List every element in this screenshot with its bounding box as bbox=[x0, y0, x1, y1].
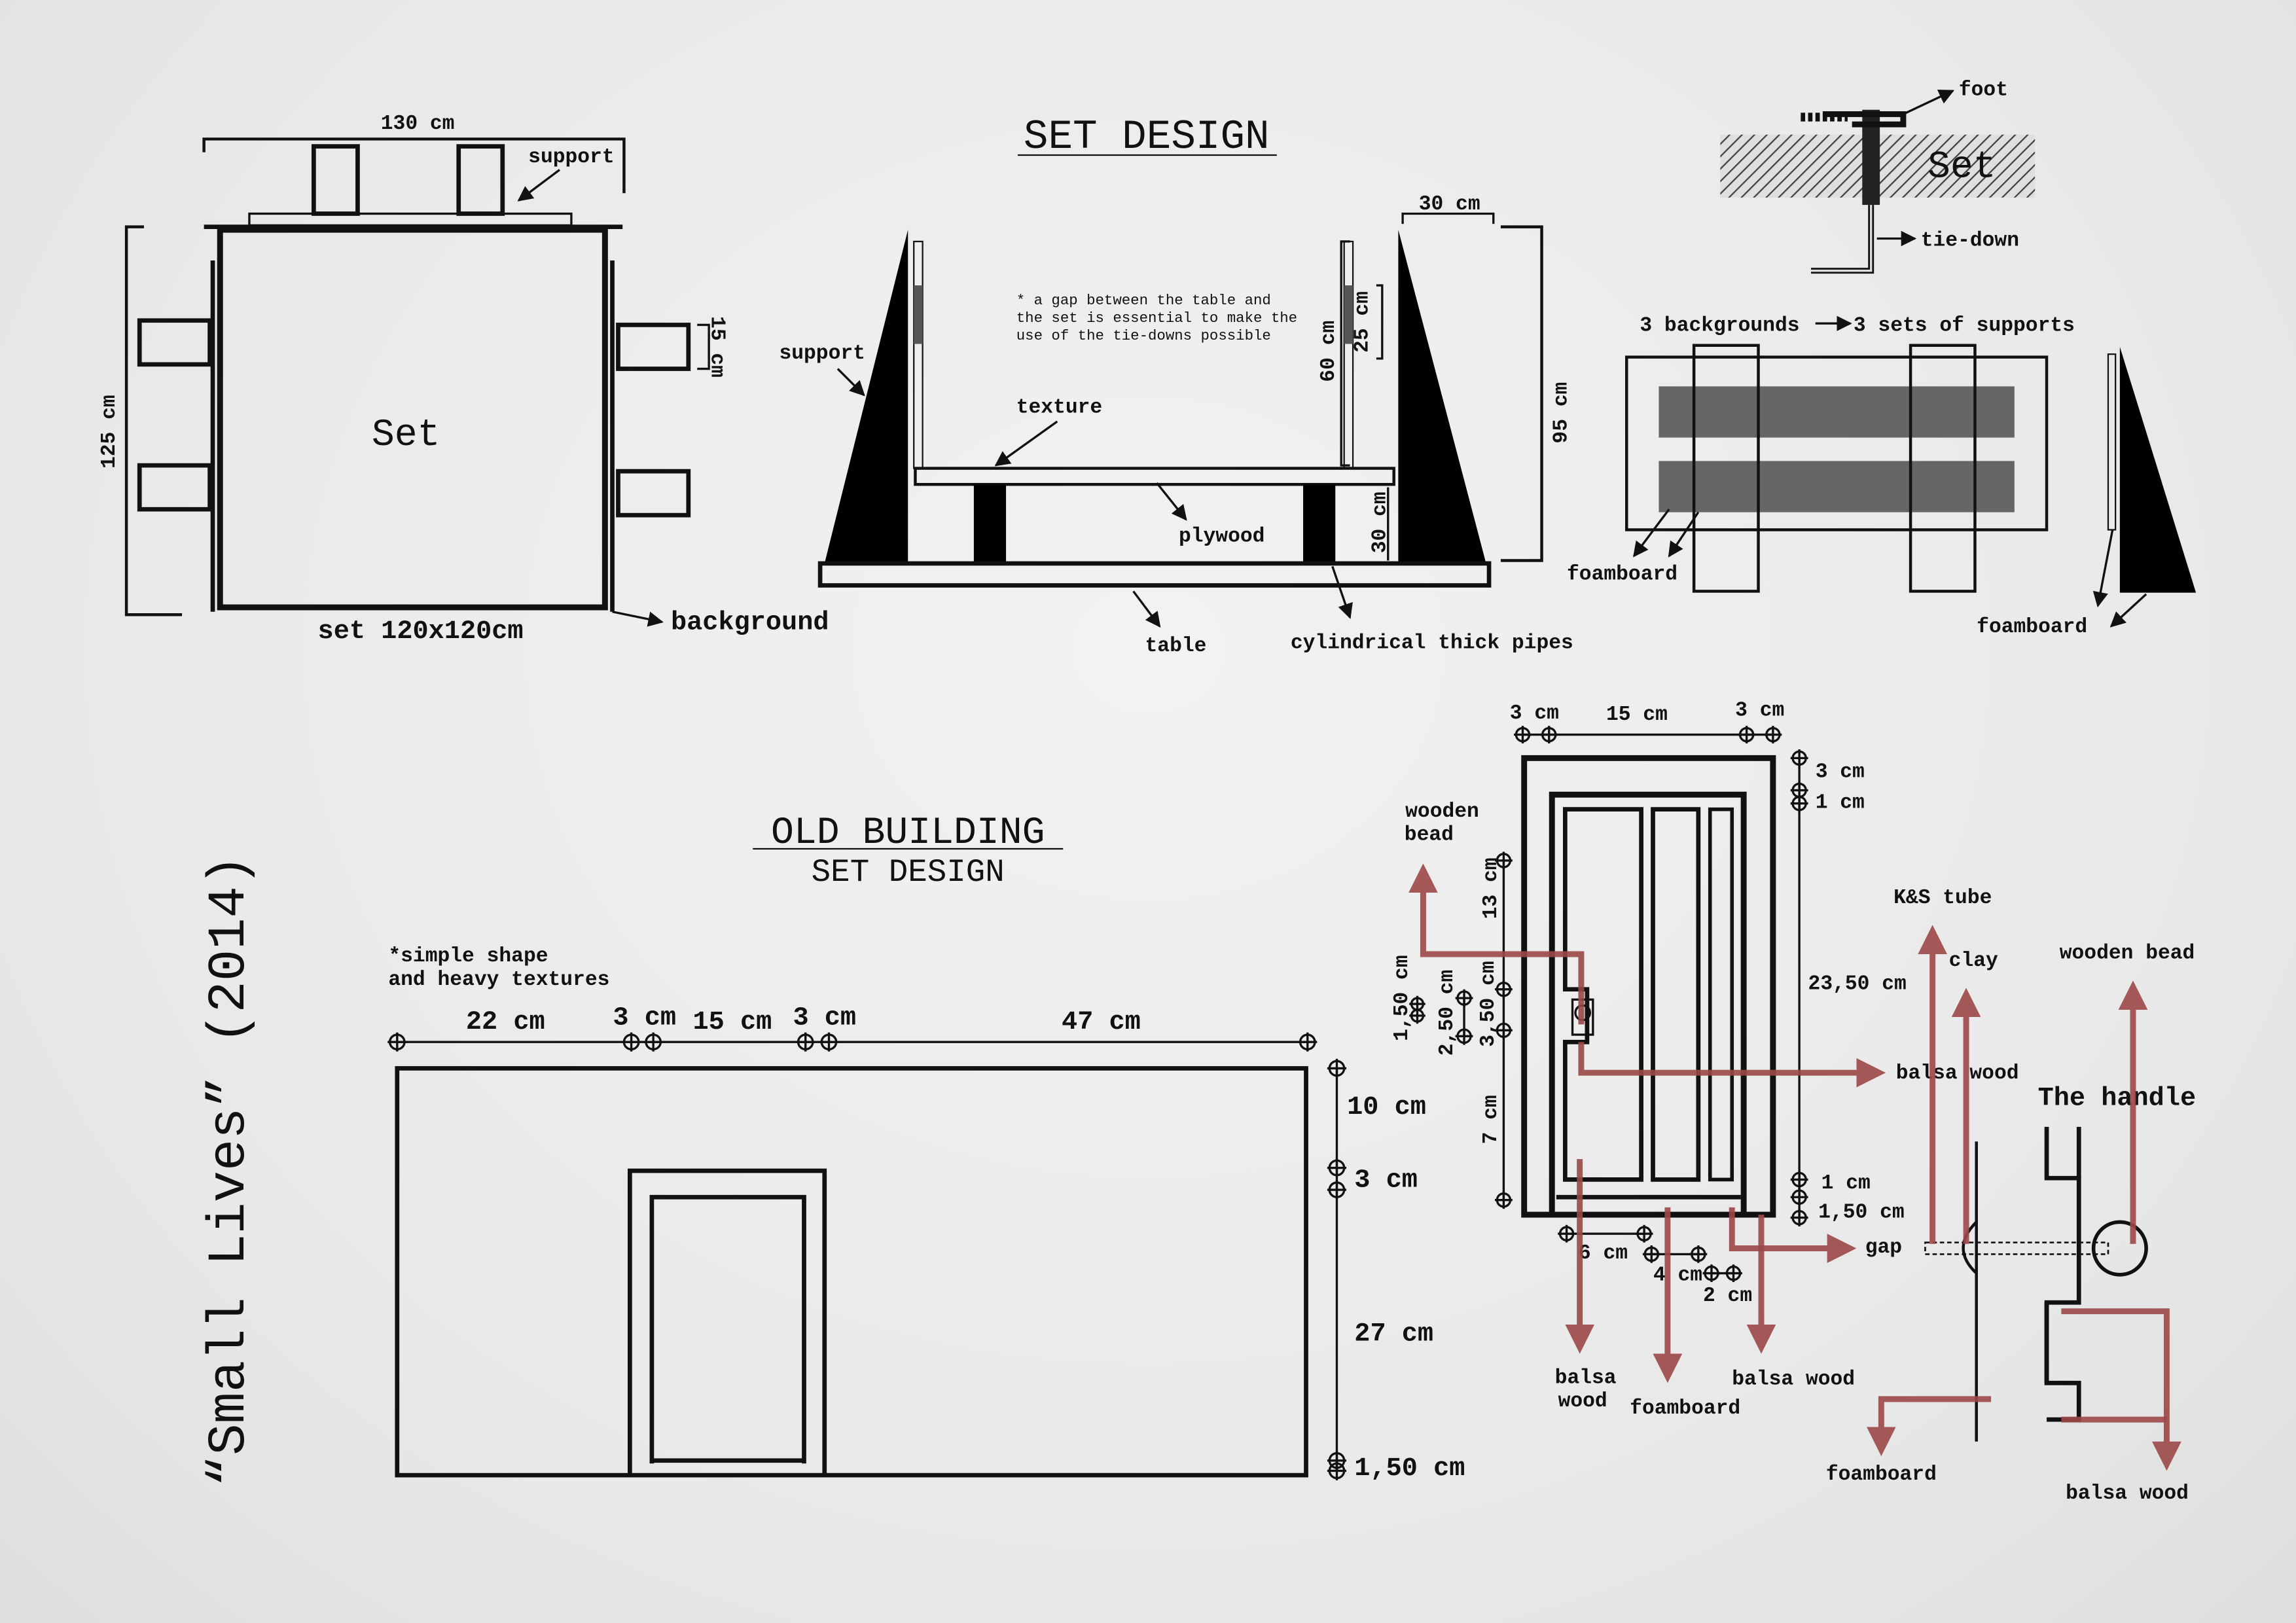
background-label: background bbox=[671, 608, 829, 638]
texture-label: texture bbox=[1016, 397, 1102, 419]
door-bottom-dim: 4 cm bbox=[1653, 1264, 1702, 1287]
handle-title: The handle bbox=[2038, 1083, 2197, 1113]
plan-width-dim: 130 cm bbox=[381, 113, 455, 135]
door-bottom-dim: 2 cm bbox=[1703, 1285, 1752, 1308]
door-right-dim: 23,50 cm bbox=[1808, 973, 1907, 996]
note-line: the set is essential to make the bbox=[1016, 310, 1297, 327]
film-title: “Small Lives” (2014) bbox=[200, 855, 260, 1487]
door-right-dim: 1,50 cm bbox=[1818, 1202, 1904, 1224]
door-left-dim: 3,50 cm bbox=[1477, 961, 1500, 1046]
plywood-label: plywood bbox=[1179, 525, 1265, 548]
door-left-dim: 2,50 cm bbox=[1436, 970, 1459, 1056]
door-left-dim: 1,50 cm bbox=[1391, 955, 1414, 1041]
h-dim: 3 cm bbox=[793, 1003, 856, 1033]
section-support-label: support bbox=[779, 342, 865, 365]
foamboard-label-2: foamboard bbox=[1977, 616, 2087, 639]
door-top-dim: 3 cm bbox=[1510, 702, 1559, 725]
supports-label: 3 sets of supports bbox=[1854, 314, 2075, 337]
door-right-dim: 1 cm bbox=[1816, 791, 1865, 814]
h-dim: 15 cm bbox=[693, 1007, 772, 1037]
door-bottom-dim: 6 cm bbox=[1579, 1242, 1628, 1265]
dim-25: 25 cm bbox=[1351, 291, 1374, 353]
set-design-title: SET DESIGN bbox=[1024, 114, 1270, 160]
gap-label: gap bbox=[1865, 1236, 1902, 1259]
balsa-wood-label: balsa bbox=[1555, 1366, 1617, 1389]
building-note-line: *simple shape bbox=[388, 945, 548, 968]
handle-wooden-bead-label: wooden bead bbox=[2060, 942, 2195, 965]
door-left-dim: 13 cm bbox=[1480, 857, 1503, 919]
building-note-line: and heavy textures bbox=[388, 969, 609, 991]
support-width-dim: 15 cm bbox=[706, 316, 728, 378]
building-facade bbox=[395, 1066, 1308, 1478]
set-plate bbox=[217, 226, 608, 611]
note-line: use of the tie-downs possible bbox=[1016, 327, 1271, 344]
handle-balsa-wood-label: balsa wood bbox=[2066, 1482, 2189, 1505]
foamboard-label-1: foamboard bbox=[1567, 563, 1677, 586]
set-label: Set bbox=[372, 414, 440, 457]
old-building-title: OLD BUILDING bbox=[771, 812, 1045, 855]
v-dim: 10 cm bbox=[1347, 1092, 1426, 1122]
handle-foamboard-label: foamboard bbox=[1826, 1463, 1937, 1486]
section-note: * a gap between the table and the set is… bbox=[1016, 292, 1297, 344]
set-size-label: set 120x120cm bbox=[318, 616, 524, 647]
foot-detail: foot Set tie-down bbox=[1720, 79, 2036, 274]
foot-label: foot bbox=[1959, 79, 2008, 101]
tie-down-label: tie-down bbox=[1921, 230, 2019, 253]
door-right-dim: 1 cm bbox=[1821, 1172, 1871, 1195]
plan-support-label: support bbox=[528, 146, 614, 169]
plan-view: 130 cm support Set 15 cm 125 cm set 120x… bbox=[98, 113, 829, 647]
old-building-subtitle: SET DESIGN bbox=[812, 854, 1005, 891]
v-dim: 3 cm bbox=[1354, 1166, 1418, 1196]
balsa-wood-label: wood bbox=[1558, 1390, 1607, 1413]
wooden-bead-label: bead bbox=[1405, 824, 1454, 847]
section-view: * a gap between the table and the set is… bbox=[779, 193, 1573, 658]
dim-30-top: 30 cm bbox=[1419, 193, 1480, 216]
handle-detail: The handle K&S tube clay wooden bead foa… bbox=[1826, 887, 2196, 1505]
note-line: * a gap between the table and bbox=[1016, 292, 1271, 309]
foamboard-label: foamboard bbox=[1630, 1397, 1740, 1420]
clay-label: clay bbox=[1949, 950, 1998, 972]
ks-tube-label: K&S tube bbox=[1893, 887, 1992, 910]
pipes-label: cylindrical thick pipes bbox=[1291, 632, 1573, 655]
balsa-wood-label: balsa wood bbox=[1732, 1368, 1855, 1391]
door-top-dim: 15 cm bbox=[1606, 704, 1668, 726]
v-dim: 1,50 cm bbox=[1354, 1454, 1465, 1484]
v-dim: 27 cm bbox=[1354, 1319, 1433, 1349]
table-label: table bbox=[1145, 635, 1207, 658]
door-top-dim: 3 cm bbox=[1735, 700, 1784, 722]
dim-95: 95 cm bbox=[1551, 382, 1573, 444]
foot-set-label: Set bbox=[1928, 147, 1996, 189]
old-building-view: OLD BUILDING SET DESIGN *simple shape an… bbox=[387, 812, 1465, 1484]
balsa-wood-label: balsa wood bbox=[1896, 1062, 2019, 1085]
door-right-dim: 3 cm bbox=[1816, 760, 1865, 783]
wooden-bead-label: wooden bbox=[1405, 800, 1479, 823]
dim-60: 60 cm bbox=[1318, 321, 1340, 382]
door-left-dim: 7 cm bbox=[1480, 1095, 1503, 1144]
plan-height-dim: 125 cm bbox=[98, 395, 121, 469]
backgrounds-label: 3 backgrounds bbox=[1640, 314, 1799, 337]
dim-30-pipe: 30 cm bbox=[1369, 491, 1391, 553]
door-detail: 3 cm 15 cm 3 cm 3 cm 1 cm 23,50 cm 1 cm … bbox=[1391, 700, 2019, 1421]
backgrounds-diagram: 3 backgrounds 3 sets of supports foamboa… bbox=[1567, 314, 2197, 639]
h-dim: 3 cm bbox=[613, 1003, 676, 1033]
h-dim: 22 cm bbox=[466, 1007, 545, 1037]
h-dim: 47 cm bbox=[1062, 1007, 1141, 1037]
